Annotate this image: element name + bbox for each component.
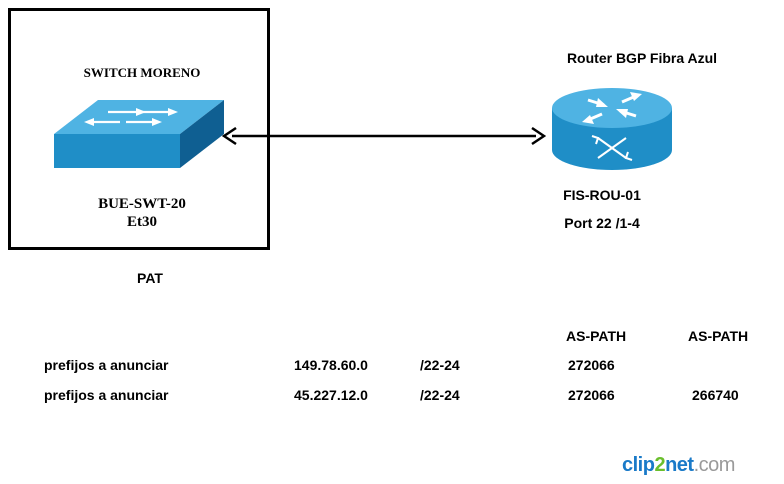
switch-icon [54, 100, 224, 168]
row-mask: /22-24 [420, 387, 460, 403]
watermark-part: net [665, 454, 694, 476]
router-front-arrows [591, 135, 633, 161]
router-top-arrows [582, 92, 642, 124]
router-port: Port 22 /1-4 [564, 215, 640, 231]
row-as-path-2: 266740 [692, 387, 739, 403]
as-path-header-1: AS-PATH [566, 328, 627, 344]
switch-port: Et30 [127, 214, 157, 230]
double-arrow-icon [222, 126, 546, 146]
watermark-part: clip [622, 454, 655, 476]
router-top [552, 88, 672, 128]
row-as-path-1: 272066 [568, 387, 615, 403]
router-icon [552, 88, 672, 170]
row-prefix: 45.227.12.0 [294, 387, 368, 403]
row-label: prefijos a anunciar [44, 357, 169, 373]
clip2net-watermark: clip2net.com [622, 454, 735, 477]
switch-arrows [84, 108, 178, 126]
watermark-part: 2 [654, 454, 666, 476]
switch-container: SWITCH MORENO BUE-SWT-20 Et30 [8, 8, 270, 250]
router-title: Router BGP Fibra Azul [566, 50, 718, 66]
router-hostname: FIS-ROU-01 [563, 187, 641, 203]
switch-top-face [54, 100, 224, 134]
switch-front-face [54, 134, 180, 168]
as-path-header-2: AS-PATH [688, 328, 749, 344]
pat-label: PAT [137, 270, 163, 286]
row-prefix: 149.78.60.0 [294, 357, 368, 373]
switch-side-face [180, 100, 224, 168]
switch-hostname: BUE-SWT-20 [98, 196, 186, 212]
watermark-part: .com [693, 454, 736, 476]
row-label: prefijos a anunciar [44, 387, 169, 403]
row-mask: /22-24 [420, 357, 460, 373]
row-as-path-1: 272066 [568, 357, 615, 373]
switch-title: SWITCH MORENO [83, 65, 201, 80]
